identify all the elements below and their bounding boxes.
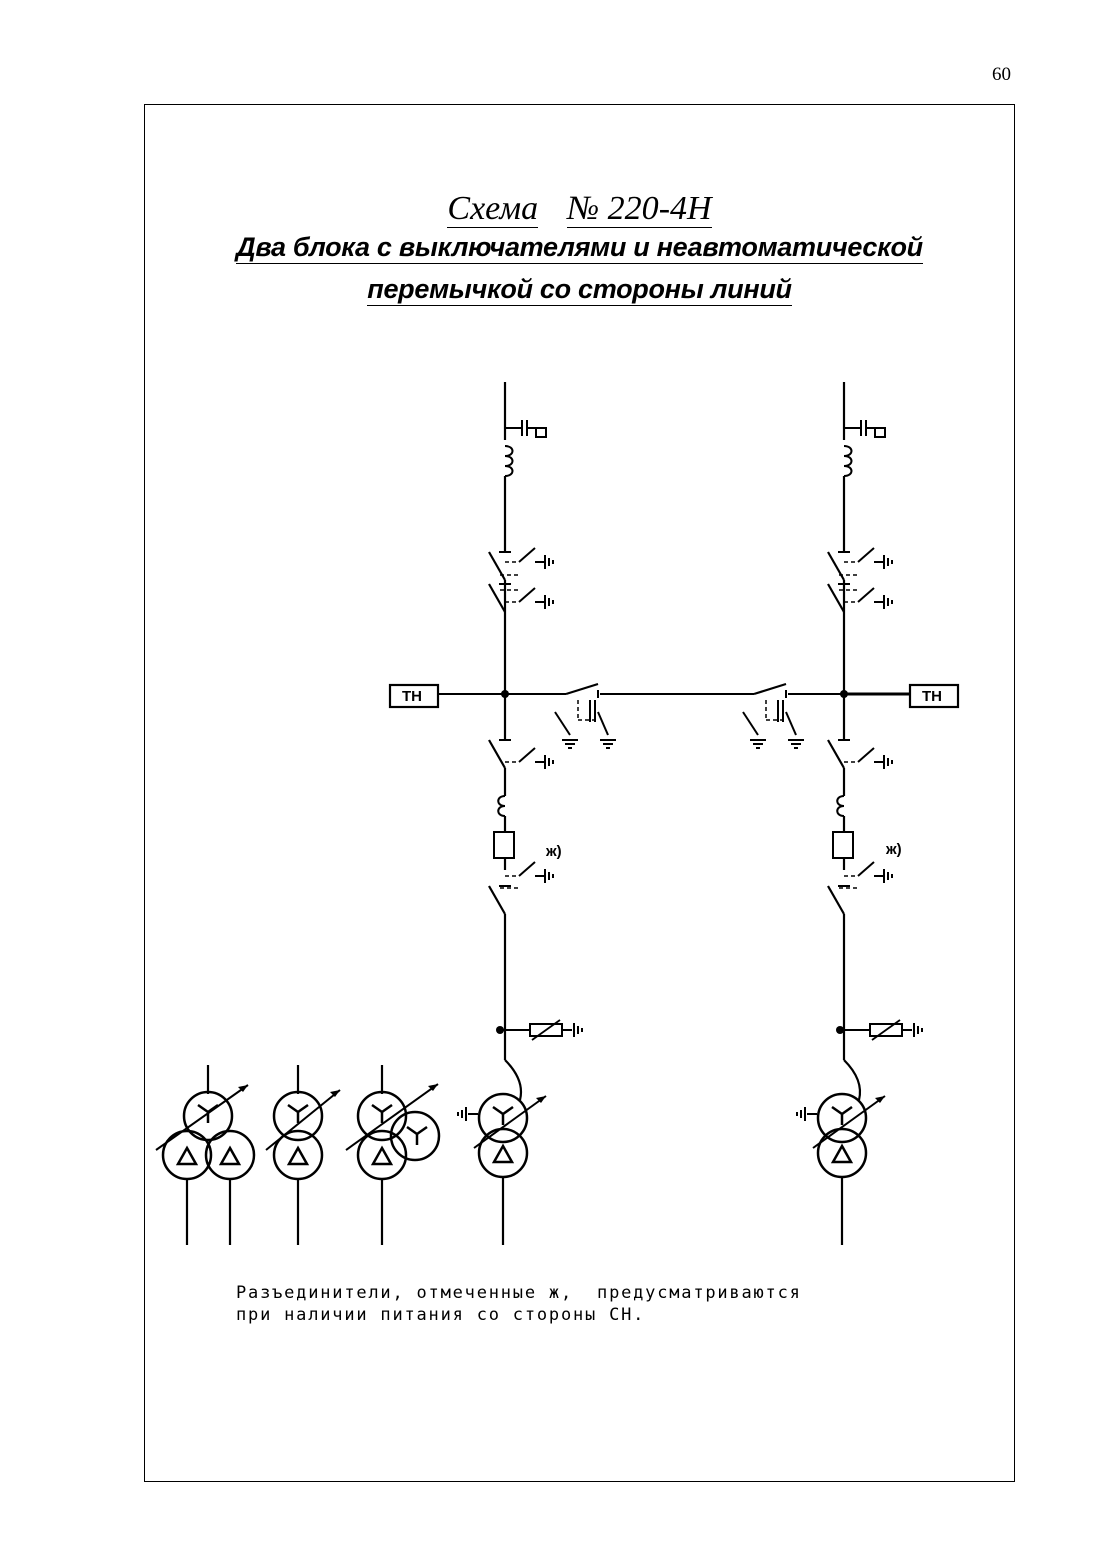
scheme-suffix: -4Н: [658, 190, 712, 228]
left-chain: [457, 382, 583, 1245]
bridge: [388, 682, 960, 749]
footnote-line1: Разъединители, отмеченные ж, предусматри…: [236, 1283, 802, 1303]
scheme-subtitle-line2: перемычкой со стороны линий: [367, 274, 792, 306]
vt-right-label: ТН: [922, 688, 942, 705]
right-chain: [796, 382, 923, 1245]
scheme-subtitle-line1: Два блока с выключателями и неавтоматиче…: [236, 232, 923, 264]
optional-mark-left: ж): [545, 843, 562, 860]
scheme-title: Схема № 220-4Н: [144, 190, 1015, 228]
scheme-word: Схема: [447, 190, 539, 228]
transformer-variants: [155, 1065, 441, 1245]
scheme-number: № 220: [567, 190, 659, 228]
footnote: Разъединители, отмеченные ж, предусматри…: [236, 1282, 802, 1326]
vt-left-label: ТН: [402, 688, 422, 705]
optional-mark-right: ж): [885, 841, 902, 858]
footnote-line2: при наличии питания со стороны СН.: [236, 1305, 646, 1325]
page-number: 60: [992, 64, 1011, 85]
drawing-frame: [144, 104, 1015, 1482]
